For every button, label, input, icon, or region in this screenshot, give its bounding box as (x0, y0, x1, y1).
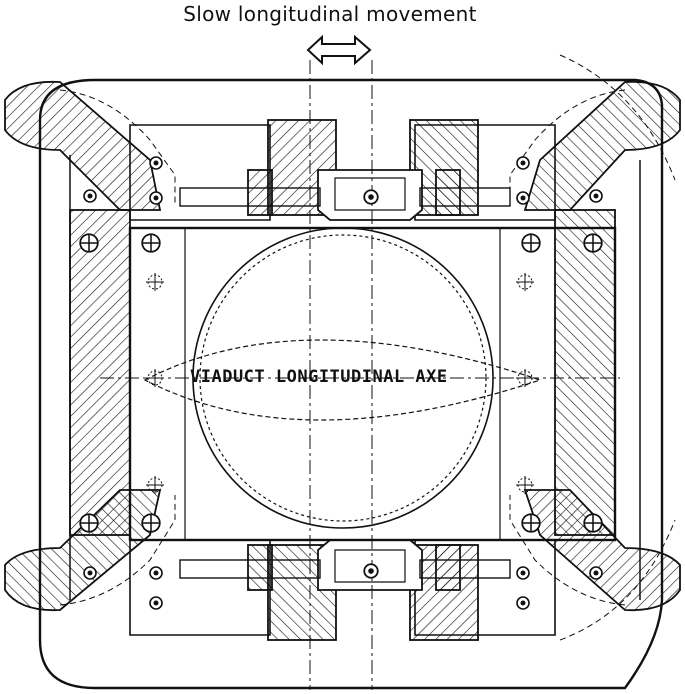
guide-rods (179, 187, 511, 579)
side-rails (69, 209, 616, 536)
arm-outlines-dashed (59, 54, 676, 641)
viaduct-axis-label: VIADUCT LONGITUDINAL AXE (190, 367, 448, 387)
movement-arrow-icon (306, 34, 372, 66)
diagram-title: Slow longitudinal movement (183, 2, 477, 26)
